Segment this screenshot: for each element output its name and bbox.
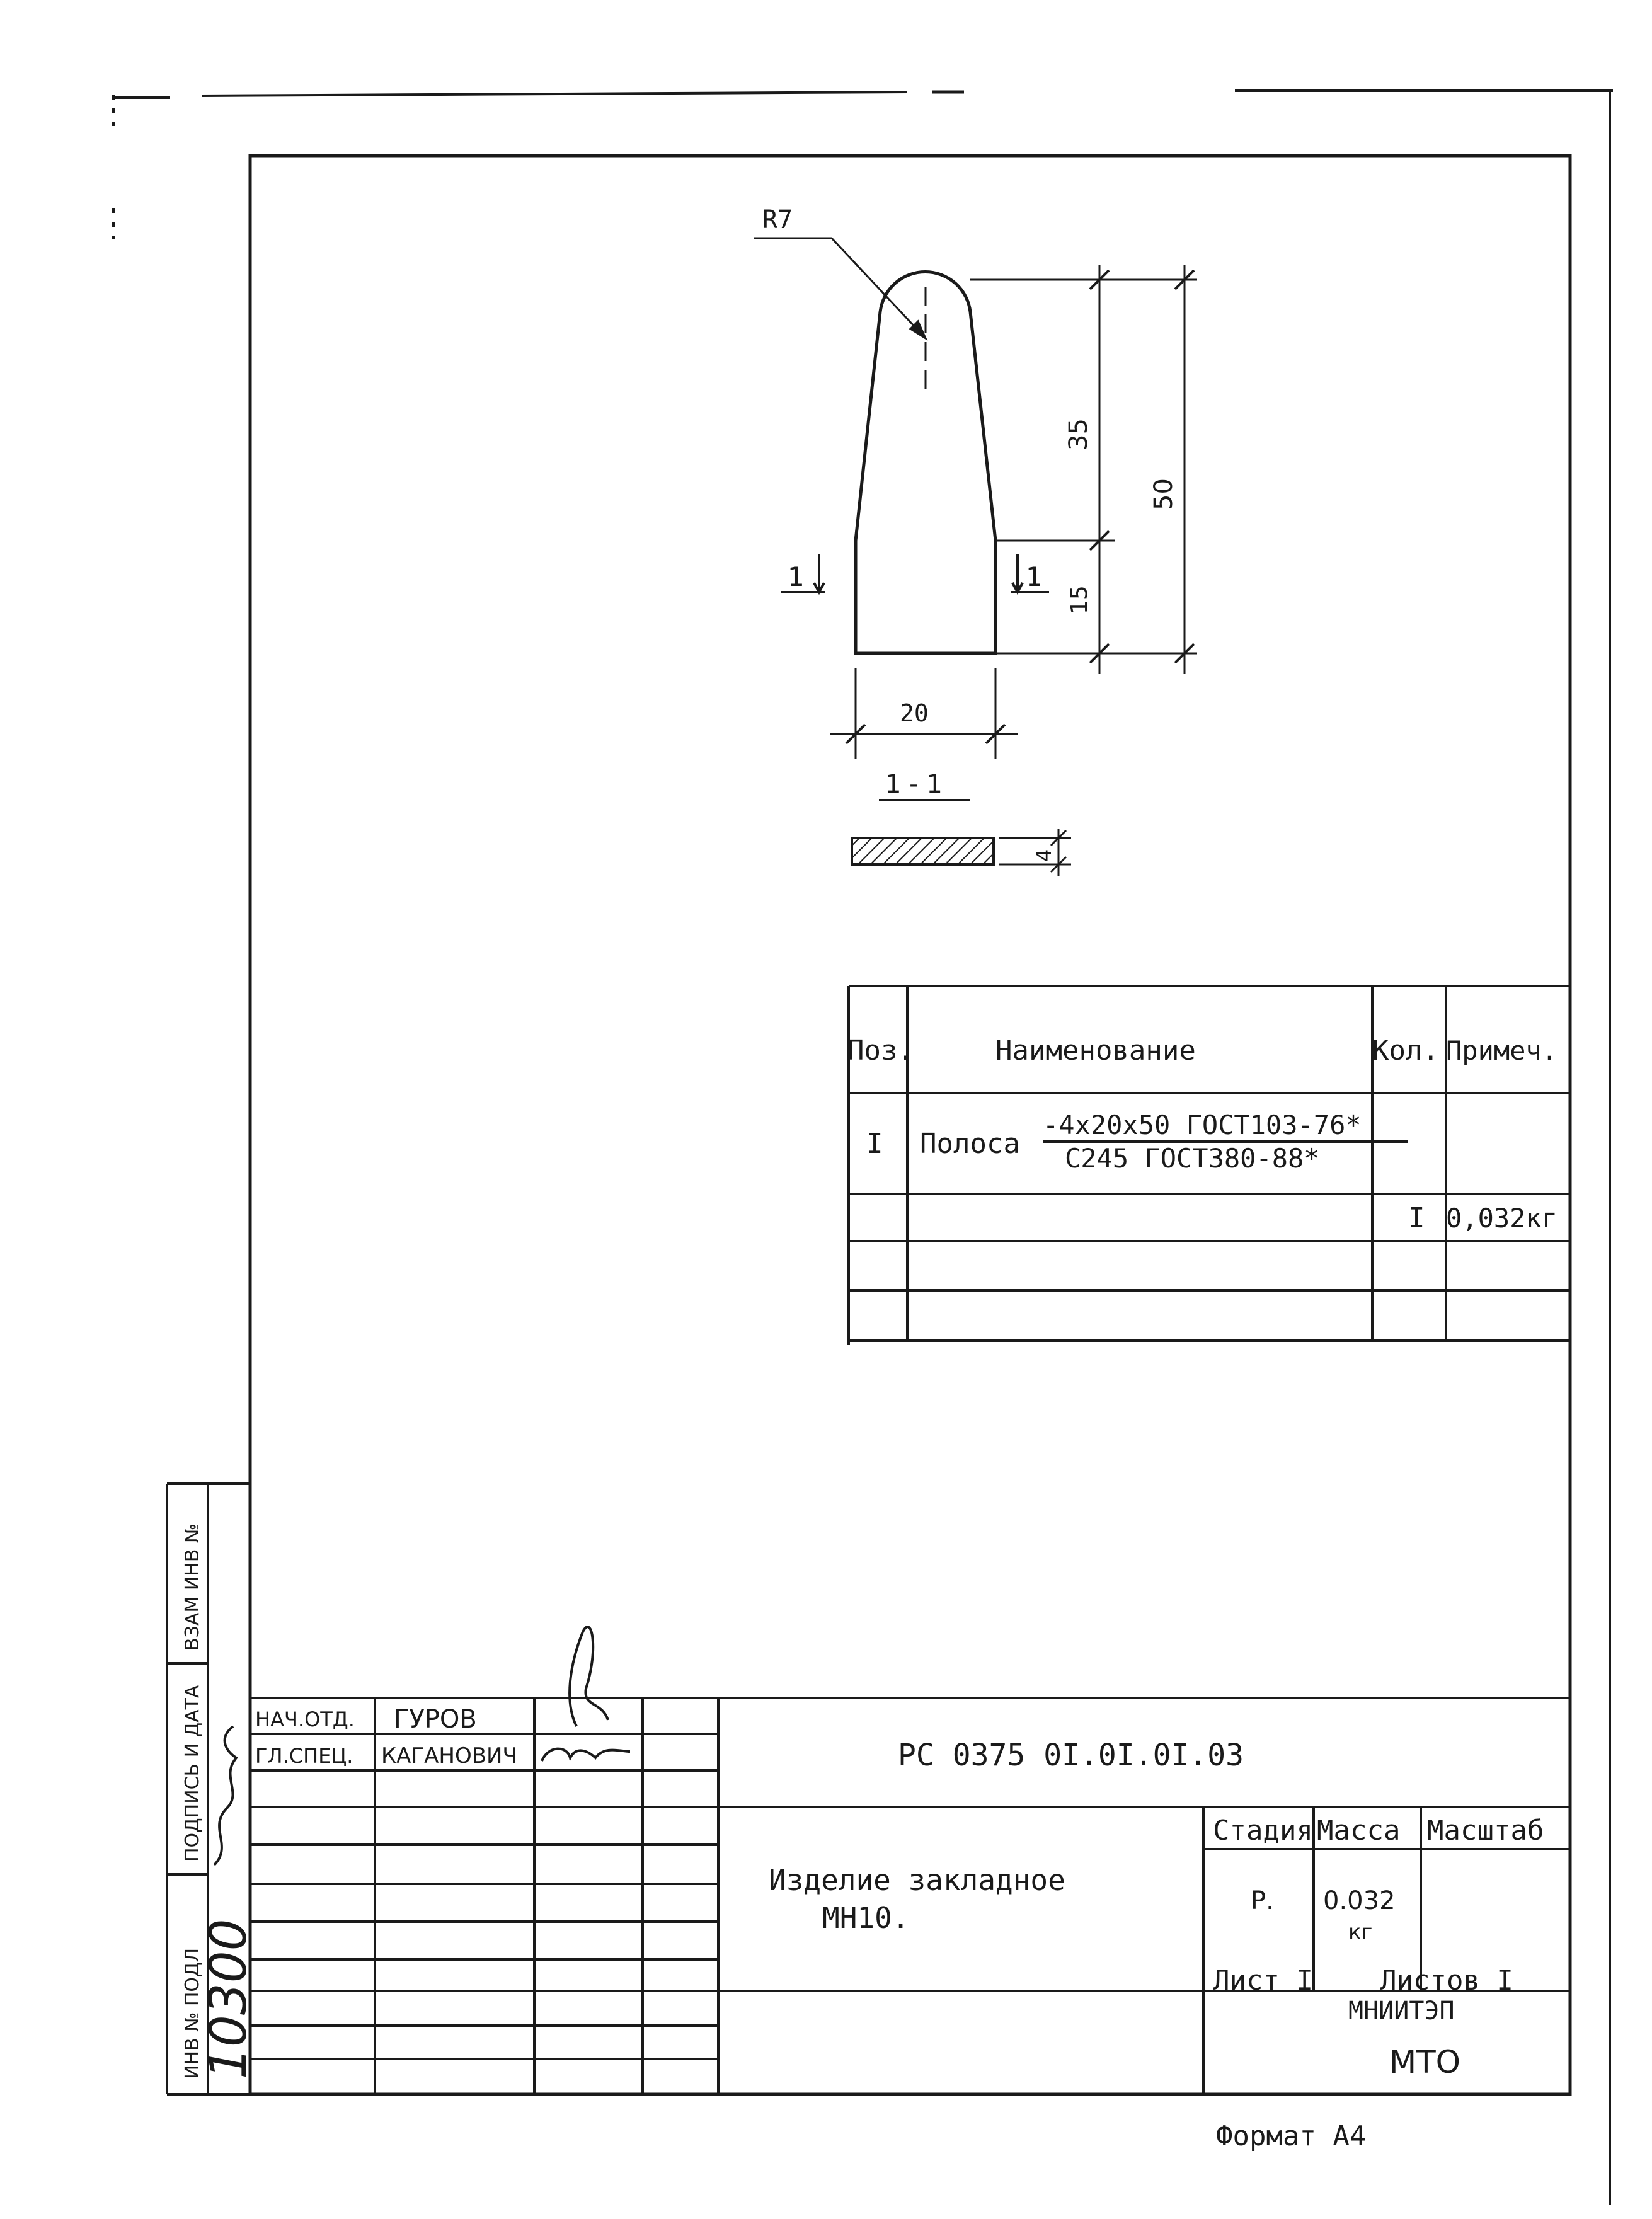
title-signatures [541,1626,631,1762]
doc-title-line1: Изделие закладное [769,1863,1065,1897]
stage-value: Р. [1251,1886,1274,1915]
row2-qty: I [1408,1202,1425,1234]
title-block [250,1697,1570,2094]
col-header-pos: Поз. [847,1035,914,1067]
doc-title-line2: МН10. [822,1901,909,1935]
thickness-dim: 4 [1032,849,1056,862]
doc-code: РС 0375 0I.0I.0I.03 [898,1738,1244,1773]
side-stamp-inv-podl: ИНВ № ПОДЛ [181,1948,204,2079]
dimension-lines [830,265,1197,759]
section-hatched-profile [851,837,995,866]
mass-label: Масса [1317,1815,1400,1847]
thickness-dim-lines [999,829,1071,876]
org-unit: МТО [1389,2044,1460,2080]
spec-table [847,985,1570,1345]
section-title: 1 - 1 [885,770,943,799]
scale-label: Масштаб [1427,1815,1544,1847]
sheet-label: Лист I [1213,1964,1313,1997]
side-stamp-inv-number: 10300 [199,1919,258,2080]
total-length-dim: 50 [1149,478,1178,510]
col-header-qty: Кол. [1372,1035,1439,1067]
drawing-frame [248,154,1572,2096]
title-role-1: НАЧ.ОТД. [255,1707,355,1731]
sheets-label: Листов I [1380,1964,1513,1997]
col-header-name: Наименование [995,1035,1196,1067]
lower-length-dim: 15 [1067,585,1093,614]
row1-name-bottom: С245 ГОСТ380-88* [1065,1143,1320,1174]
title-name-1: ГУРОВ [394,1705,477,1734]
side-stamp-podpis-data: ПОДПИСЬ И ДАТА [181,1685,204,1862]
title-role-2: ГЛ.СПЕЦ. [255,1744,353,1768]
col-header-note: Примеч. [1446,1035,1557,1066]
stage-label: Стадия [1213,1815,1313,1847]
row2-note: 0,032кг [1446,1203,1557,1234]
scan-edges [112,89,1613,2205]
section-mark-right: 1 [1026,561,1043,592]
title-name-2: КАГАНОВИЧ [381,1743,517,1769]
radius-dim: R7 [762,205,793,234]
upper-length-dim: 35 [1064,418,1093,450]
section-cut-left [781,554,825,595]
mass-unit: кг [1348,1920,1372,1945]
row1-name-top: -4х20х50 ГОСТ103-76* [1043,1110,1362,1140]
section-cut-right [1011,554,1049,595]
format-label: Формат А4 [1216,2120,1366,2152]
mass-value: 0.032 [1323,1886,1396,1915]
side-stamp-signature [213,1725,238,1866]
part-outline [854,270,997,655]
row1-name-prefix: Полоса [920,1128,1020,1160]
section-mark-left: 1 [788,561,805,592]
side-stamp-vzam-inv: ВЗАМ ИНВ № [181,1523,204,1651]
width-dim: 20 [900,699,929,727]
org-name: МНИИТЭП [1348,1997,1455,2026]
row1-pos: I [866,1128,883,1160]
radius-leader [754,237,928,341]
side-stamp [166,1482,250,2096]
